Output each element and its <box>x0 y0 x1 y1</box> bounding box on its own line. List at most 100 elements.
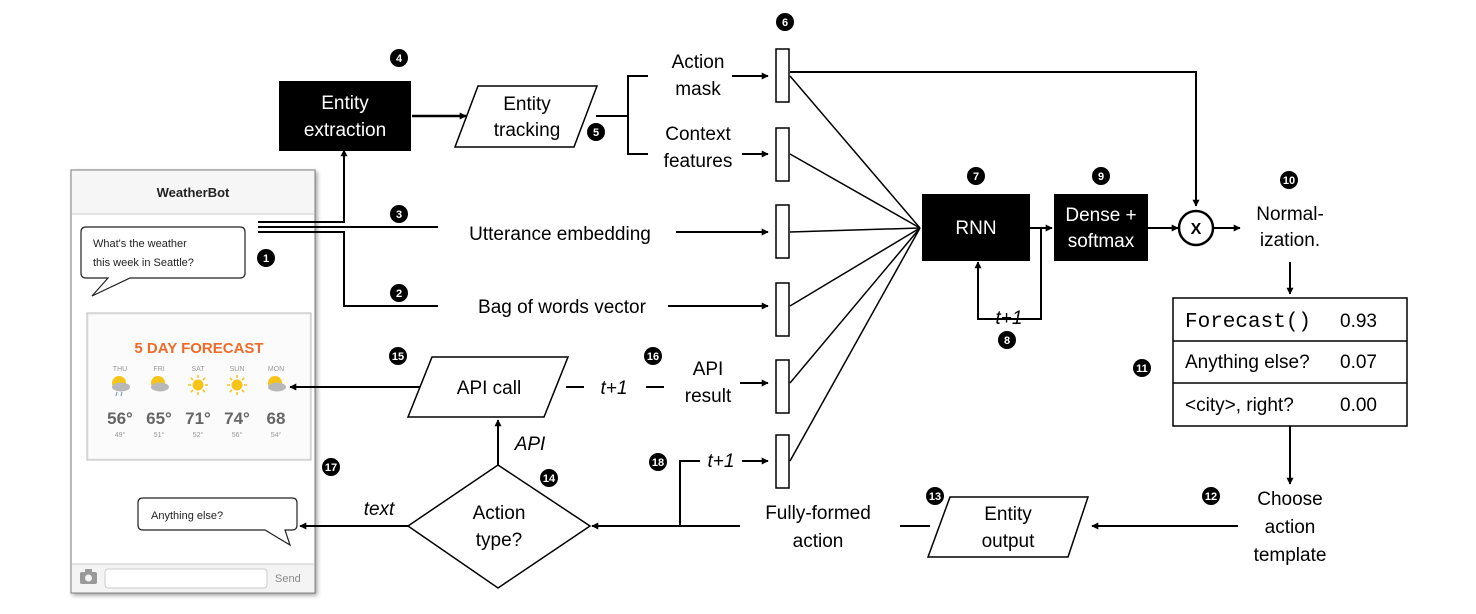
context-features-vector <box>775 127 790 182</box>
step-number-16: 16 <box>647 351 659 363</box>
step-marker-15: 15 <box>389 347 407 365</box>
step-marker-6: 6 <box>776 13 794 31</box>
rnn-node: RNN <box>922 194 1030 261</box>
step-marker-17: 17 <box>322 458 340 476</box>
forecast-high: 56° <box>107 409 133 428</box>
step-marker-1: 1 <box>257 249 275 267</box>
user-message-line2: this week in Seattle? <box>93 257 194 269</box>
api-result-vector <box>775 359 790 414</box>
multiply-label: X <box>1191 221 1202 238</box>
api-result-label-2: result <box>685 386 732 407</box>
step-number-18: 18 <box>652 457 664 469</box>
forecast-high: 71° <box>185 409 211 428</box>
forecast-high: 74° <box>224 409 250 428</box>
forecast-low: 51° <box>154 431 165 439</box>
dense-label-1: Dense + <box>1065 205 1136 226</box>
normalization-label-1: Normal- <box>1256 204 1324 225</box>
step-number-15: 15 <box>392 351 404 363</box>
camera-icon[interactable] <box>80 569 97 584</box>
phone-header <box>72 171 314 214</box>
forecast-day-name: FRI <box>153 366 164 373</box>
template-row-2-score: 0.07 <box>1340 352 1377 373</box>
message-input[interactable] <box>104 568 268 589</box>
dense-label-2: softmax <box>1068 231 1135 252</box>
sun-icon <box>188 375 208 395</box>
action-type-label-1: Action <box>473 503 526 524</box>
forecast-low: 52° <box>193 431 204 439</box>
normalization-label-2: ization. <box>1260 230 1320 251</box>
step-number-12: 12 <box>1205 491 1217 503</box>
sun-icon <box>227 375 247 395</box>
template-row-3-label: <city>, right? <box>1185 395 1294 416</box>
action-type-node: Action type? <box>406 464 592 589</box>
step-number-8: 8 <box>1004 335 1010 347</box>
forecast-low: 56° <box>232 431 243 439</box>
step-number-13: 13 <box>929 491 941 503</box>
send-button[interactable]: Send <box>275 573 301 585</box>
bag-of-words-label: Bag of words vector <box>478 297 647 318</box>
step-marker-8: 8 <box>998 331 1016 349</box>
forecast-high: 68 <box>267 409 286 428</box>
edges <box>258 71 1294 530</box>
step-number-17: 17 <box>325 462 337 474</box>
step-number-5: 5 <box>593 127 599 139</box>
api-call-label: API call <box>457 378 521 399</box>
cloud-sun-icon <box>151 376 169 392</box>
step-number-10: 10 <box>1283 175 1295 187</box>
forecast-low: 54° <box>271 431 282 439</box>
step-number-7: 7 <box>973 171 979 183</box>
feature-vectors <box>775 48 790 489</box>
user-message-line1: What's the weather <box>93 238 187 250</box>
step-marker-16: 16 <box>644 347 662 365</box>
edge-label-text: text <box>364 499 395 520</box>
forecast-card: 5 DAY FORECAST THU56°49°FRI65°51°SAT71°5… <box>86 312 312 461</box>
step-number-9: 9 <box>1098 171 1104 183</box>
step-number-14: 14 <box>543 473 556 485</box>
entity-output-node: Entity output <box>926 496 1090 558</box>
template-row-1-label: Forecast() <box>1185 311 1311 334</box>
utterance-embedding-label: Utterance embedding <box>469 224 651 245</box>
entity-tracking-label-1: Entity <box>503 94 551 115</box>
entity-output-label-2: output <box>982 531 1036 552</box>
step-number-2: 2 <box>396 288 402 300</box>
cloud-rain-icon <box>112 376 130 397</box>
rnn-label: RNN <box>955 218 996 239</box>
edge-label-api-t-plus-1: t+1 <box>601 378 628 399</box>
choose-label-1: Choose <box>1257 489 1323 510</box>
forecast-day-name: SUN <box>230 366 245 373</box>
step-number-1: 1 <box>263 253 269 265</box>
template-table: Forecast() 0.93 Anything else? 0.07 <cit… <box>1172 297 1408 427</box>
dense-softmax-node: Dense + softmax <box>1054 194 1148 261</box>
step-marker-9: 9 <box>1092 167 1110 185</box>
entity-output-label-1: Entity <box>984 504 1032 525</box>
step-number-4: 4 <box>396 53 403 65</box>
api-result-label-1: API <box>693 359 724 380</box>
entity-extraction-node: Entity extraction <box>279 81 411 151</box>
edge-label-rnn-t-plus-1: t+1 <box>996 308 1023 329</box>
context-features-label-2: features <box>664 151 733 172</box>
template-row-3-score: 0.00 <box>1340 395 1377 416</box>
step-marker-7: 7 <box>967 167 985 185</box>
user-message-bubble <box>80 226 246 297</box>
utterance-embedding-vector <box>775 204 790 259</box>
entity-extraction-label-2: extraction <box>304 120 386 141</box>
bot-message-text: Anything else? <box>151 510 223 522</box>
edge-phone-to-bow <box>258 231 438 307</box>
bot-message-bubble <box>137 497 298 547</box>
forecast-day-name: THU <box>113 366 127 373</box>
template-row-1-score: 0.93 <box>1340 311 1377 332</box>
step-marker-18: 18 <box>649 453 667 471</box>
action-mask-label-1: Action <box>672 52 725 73</box>
step-number-6: 6 <box>782 17 788 29</box>
edge-phone-to-extraction <box>258 149 348 223</box>
step-marker-14: 14 <box>540 469 558 487</box>
step-number-3: 3 <box>396 209 402 221</box>
entity-tracking-node: Entity tracking <box>453 85 599 148</box>
fully-formed-label-1: Fully-formed <box>765 503 871 524</box>
cloud-sun-icon <box>268 376 286 392</box>
step-marker-10: 10 <box>1280 171 1298 189</box>
